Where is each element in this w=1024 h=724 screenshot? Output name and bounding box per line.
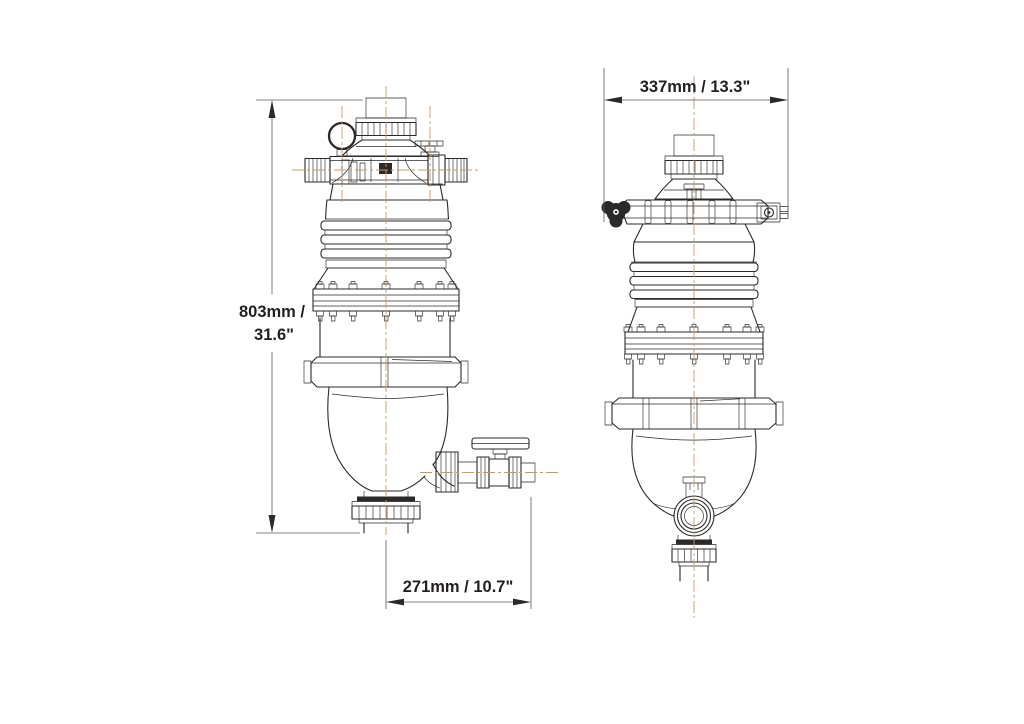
height-dimension-label-line2: 31.6" bbox=[254, 326, 294, 344]
drain-valve-assembly bbox=[420, 438, 558, 492]
side-width-dimension: 271mm / 10.7" bbox=[386, 497, 531, 609]
clamp-knob bbox=[601, 201, 631, 228]
hinge-fitting bbox=[757, 203, 788, 222]
height-dimension: 803mm / 31.6" bbox=[239, 100, 363, 533]
filter-bowl bbox=[328, 387, 448, 491]
side-view-drawing bbox=[292, 86, 558, 535]
front-width-dimension: 337mm / 13.3" bbox=[604, 68, 788, 222]
height-dimension-label-line1: 803mm / bbox=[239, 303, 305, 321]
clamp-ring bbox=[304, 357, 468, 387]
side-width-dimension-label: 271mm / 10.7" bbox=[403, 578, 514, 596]
front-width-dimension-label: 337mm / 13.3" bbox=[640, 78, 751, 96]
front-view-drawing bbox=[601, 76, 789, 618]
clamp-ring-front bbox=[605, 398, 783, 429]
valve-handle bbox=[472, 438, 529, 459]
clamp-bar bbox=[601, 200, 789, 228]
